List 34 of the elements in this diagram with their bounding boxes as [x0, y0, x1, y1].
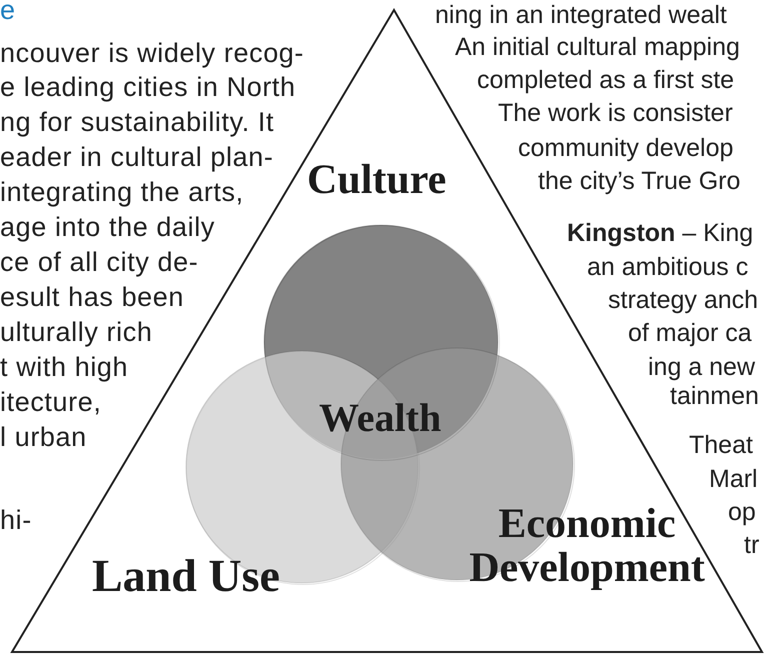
text-line: op [728, 497, 756, 527]
text-line: Theat [689, 430, 753, 460]
text-line: ning in an integrated wealt [435, 0, 727, 30]
text-line: completed as a first ste [477, 65, 734, 95]
text-line: strategy anch [608, 285, 758, 315]
text-line: integrating the arts, [0, 177, 244, 207]
text-line: An initial cultural mapping [455, 32, 740, 62]
text-line: ulturally rich [0, 317, 152, 347]
text-line: of major ca [628, 318, 752, 348]
text-line: The work is consister [498, 98, 733, 128]
text-line: e [0, 0, 16, 25]
text-line: t with high [0, 352, 128, 382]
category-label: Culture [307, 158, 446, 202]
text-line: Marl [709, 464, 758, 494]
text-line: community develop [518, 133, 734, 163]
text-line: itecture, [0, 387, 102, 417]
text-line: tainmen [670, 381, 759, 411]
text-line: hi- [0, 505, 32, 535]
text-line: age into the daily [0, 212, 215, 242]
text-line: ng for sustainability. It [0, 107, 274, 137]
text-line: Kingston – King [567, 218, 754, 248]
text-line: an ambitious c [587, 252, 748, 282]
category-label: Economic Development [468, 502, 706, 590]
text-line: ncouver is widely recog- [0, 38, 304, 68]
text-line: ing a new [648, 352, 756, 382]
text-line: the city’s True Gro [538, 166, 740, 196]
text-line: l urban [0, 422, 87, 452]
text-line: e leading cities in North [0, 72, 296, 102]
text-line: ce of all city de- [0, 247, 198, 277]
text-line: esult has been [0, 282, 184, 312]
category-label: Wealth [319, 397, 442, 439]
category-label: Land Use [92, 552, 280, 600]
text-line: eader in cultural plan- [0, 142, 274, 172]
text-line: tr [744, 530, 760, 560]
